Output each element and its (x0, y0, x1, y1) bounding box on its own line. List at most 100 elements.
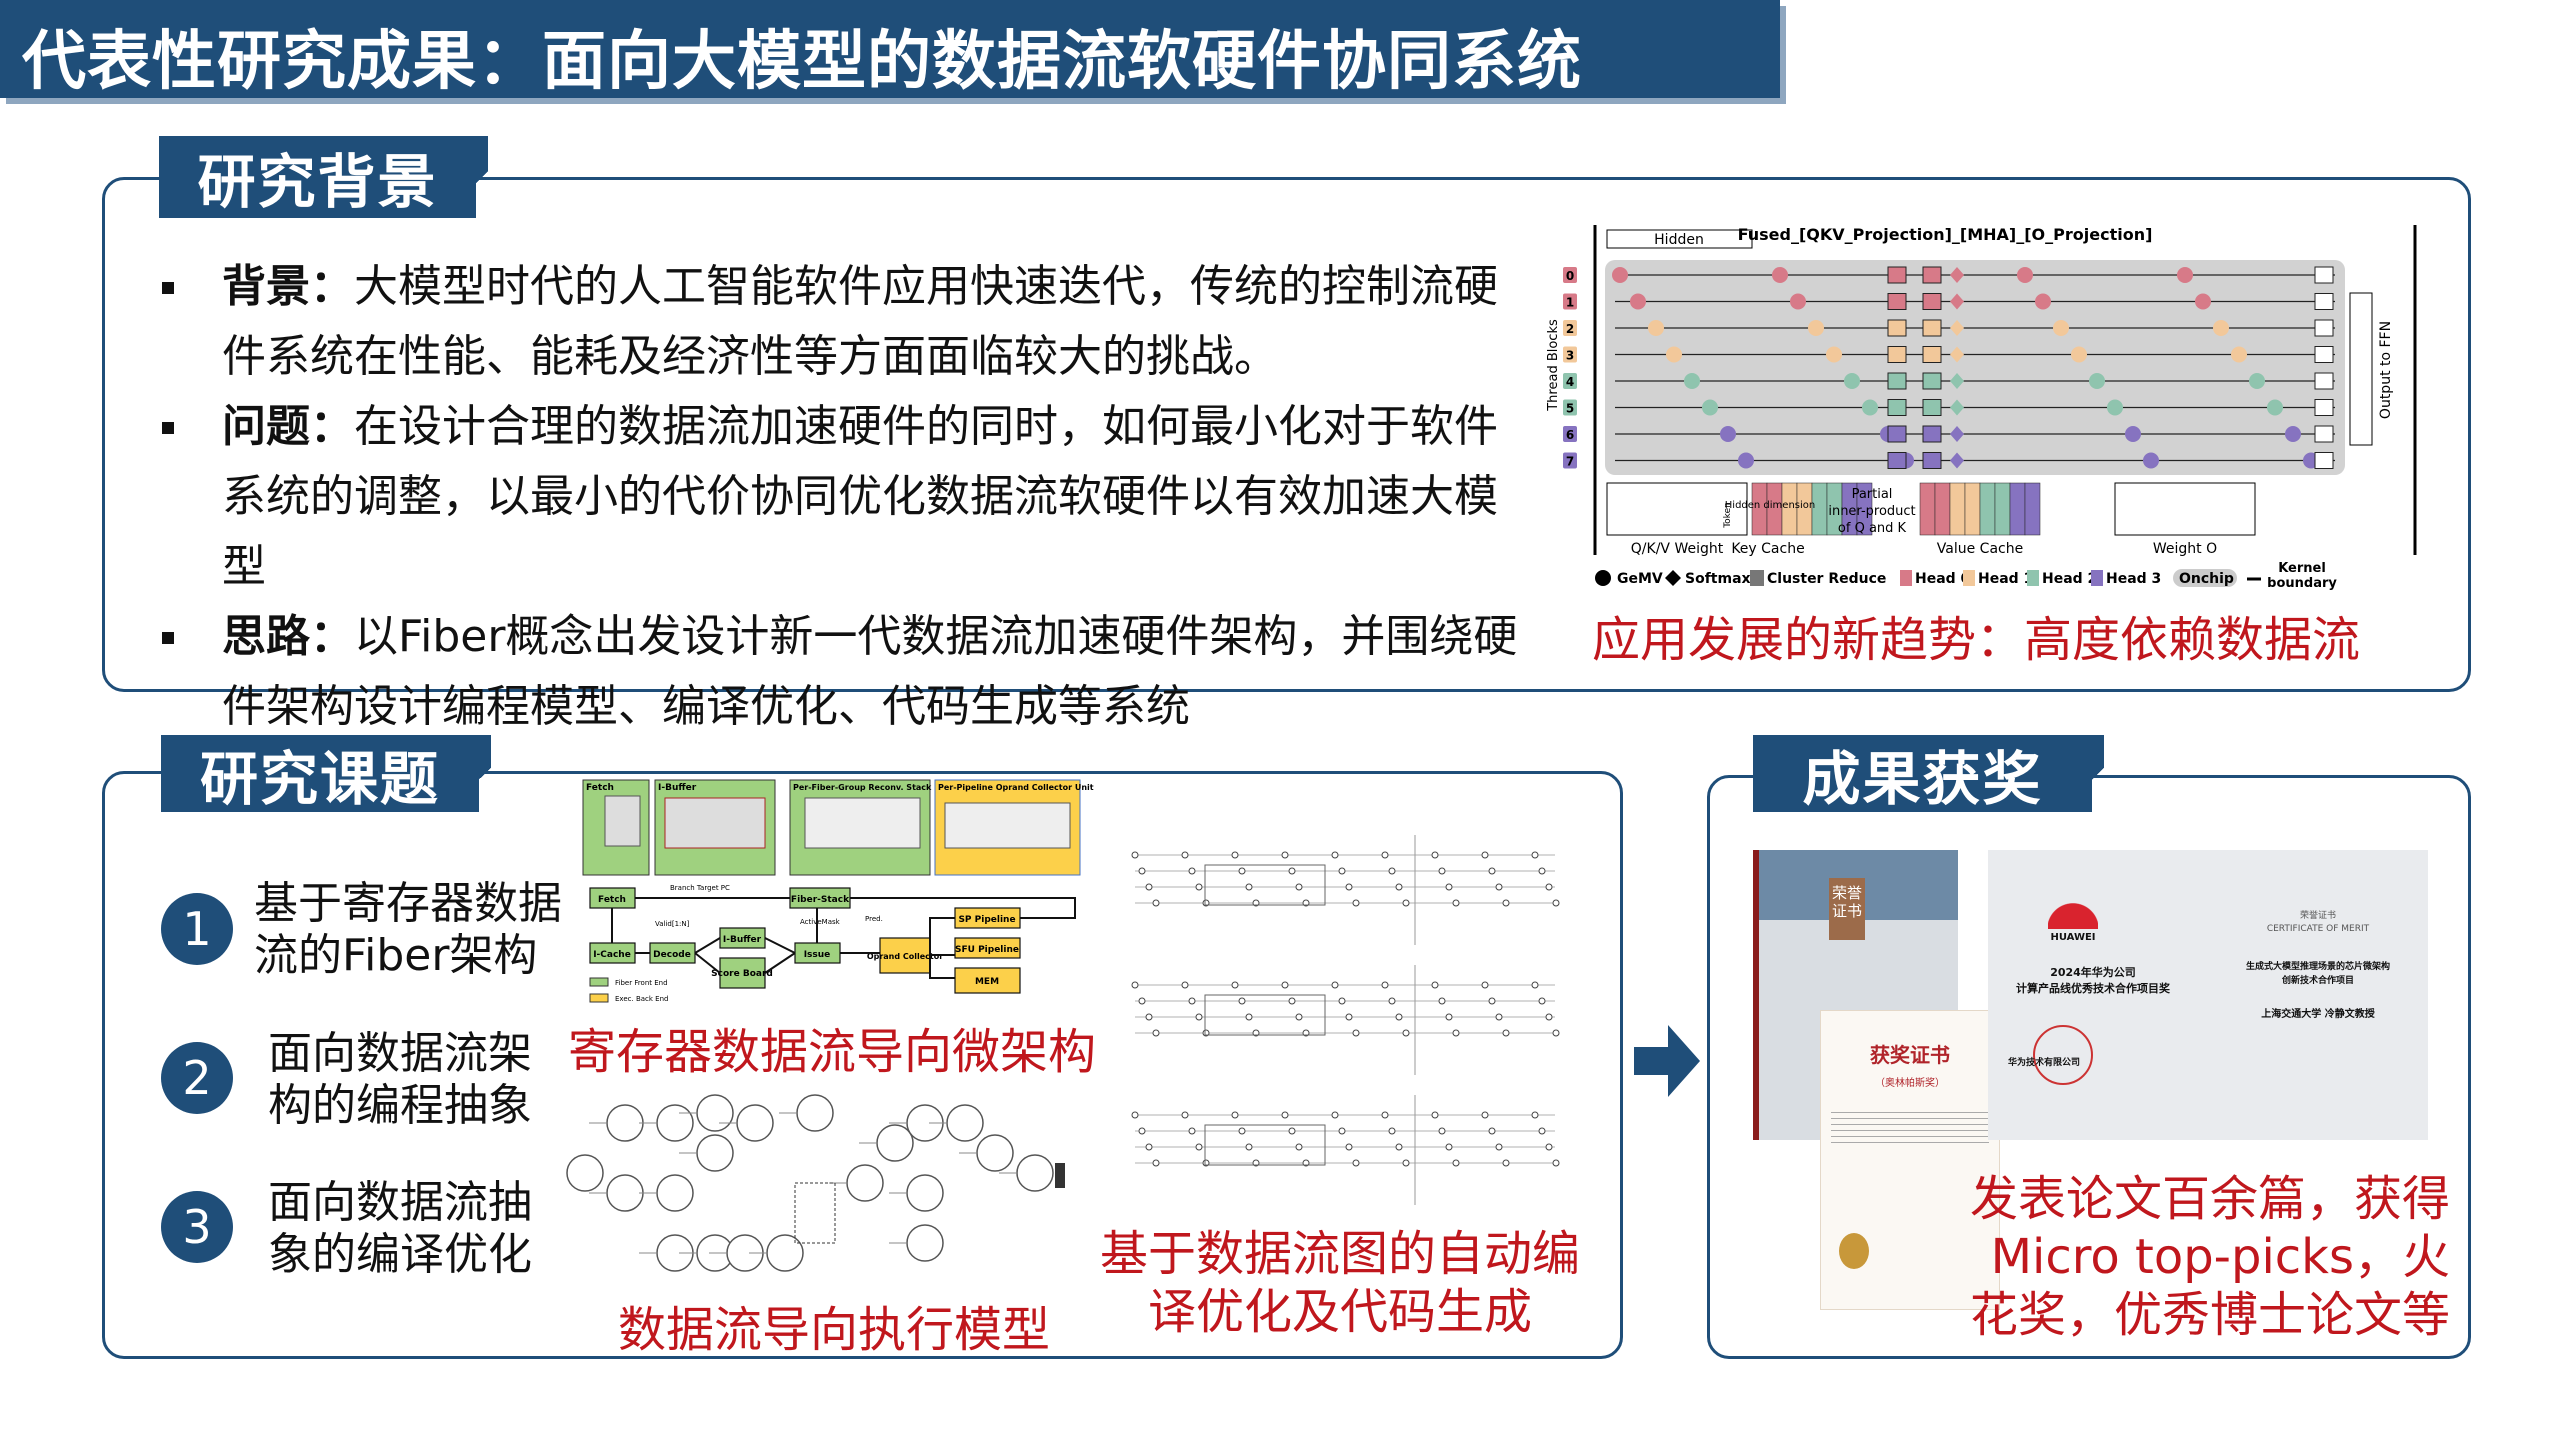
graph-node (1195, 1143, 1203, 1151)
dataflow-node (696, 1134, 734, 1172)
dataflow-graph-figure (1131, 835, 1560, 1205)
graph-node (1295, 1013, 1303, 1021)
topic-number-1: 1 (161, 893, 233, 965)
output-label: Output to FFN (2378, 321, 2394, 419)
gemv-node (1790, 293, 1806, 310)
gemv-node (2017, 267, 2033, 283)
qk-block (1887, 372, 1907, 390)
dataflow-node (876, 1124, 914, 1162)
row-label: 6 (1566, 428, 1574, 442)
svg-text:Fetch: Fetch (586, 783, 614, 793)
graph-node (1231, 851, 1239, 859)
graph-node (1495, 883, 1503, 891)
value-cache-column (1994, 482, 2011, 536)
graph-node (1245, 1013, 1253, 1021)
graph-node (1138, 997, 1146, 1005)
graph-node (1388, 997, 1396, 1005)
company-name: 华为技术有限公司 (2008, 1058, 2081, 1068)
softmax-node (1950, 293, 1964, 310)
partial-label: of Q and K (1838, 521, 1907, 536)
gemv-node (1666, 346, 1682, 363)
row-label: 0 (1566, 269, 1574, 283)
seal-icon (2033, 1025, 2093, 1085)
topics-tab: 研究课题 (161, 735, 491, 813)
key-cache-label: Key Cache (1731, 541, 1804, 557)
graph-node (1281, 1111, 1289, 1119)
row-badge (1563, 320, 1577, 336)
graph-node (1338, 1127, 1346, 1135)
graph-node (1502, 899, 1510, 907)
graph-node (1345, 1143, 1353, 1151)
graph-node (1538, 1127, 1546, 1135)
qk-block (1887, 452, 1907, 469)
graph-node (1131, 1111, 1139, 1119)
gemv-node (2267, 399, 2283, 416)
graph-node (1131, 851, 1139, 859)
graph-node (1395, 883, 1403, 891)
topic-number-2: 2 (161, 1042, 233, 1114)
graph-node (1238, 867, 1246, 875)
svg-text:Pred.: Pred. (865, 915, 883, 923)
graph-node (1152, 1029, 1160, 1037)
graph-node (1552, 899, 1560, 907)
qk-block (1887, 319, 1907, 337)
svg-text:Fiber Front End: Fiber Front End (615, 979, 668, 987)
graph-node (1231, 981, 1239, 989)
svg-text:Head 1: Head 1 (1978, 571, 2033, 587)
gemv-node (2177, 267, 2193, 283)
graph-node (1181, 1111, 1189, 1119)
row-badge (1563, 346, 1577, 363)
graph-node (1145, 1143, 1153, 1151)
figure-legend: GeMV Softmax Cluster Reduce Head 0 Head … (1595, 561, 2337, 591)
row-label: 3 (1566, 349, 1574, 363)
graph-node (1488, 997, 1496, 1005)
dataflow-node (906, 1174, 944, 1212)
qk-block (1922, 346, 1942, 363)
graph-node (1452, 899, 1460, 907)
row-badge (1563, 373, 1577, 389)
award-certificate-title: 获奖证书 (1870, 1043, 1950, 1067)
graph-node (1295, 883, 1303, 891)
graph-node (1495, 1013, 1503, 1021)
row-badge (1563, 399, 1577, 416)
value-cache-column (1979, 482, 1996, 536)
graph-node (1402, 1029, 1410, 1037)
dataflow-node (796, 1094, 834, 1132)
topic-number-3: 3 (161, 1191, 233, 1263)
graph-node (1452, 1029, 1460, 1037)
svg-text:I-Buffer: I-Buffer (658, 783, 697, 793)
dataflow-node (846, 1164, 884, 1202)
gemv-node (2249, 373, 2265, 389)
value-cache-column (1934, 482, 1951, 536)
graph-node (1431, 1111, 1439, 1119)
graph-node (1481, 851, 1489, 859)
row-badge (1563, 426, 1577, 442)
row-label: 5 (1566, 402, 1574, 416)
svg-text:Branch Target PC: Branch Target PC (670, 884, 730, 892)
svg-text:SP Pipeline: SP Pipeline (958, 915, 1015, 925)
gemv-node (1808, 320, 1824, 336)
fused-attention-figure: Hidden Fused_[QKV_Projection]_[MHA]_[O_P… (1546, 225, 2417, 591)
row-badge (1563, 267, 1577, 283)
qkv-weight-label: Q/K/V Weight (1631, 541, 1724, 557)
qk-block (1922, 293, 1942, 310)
graph-node (1145, 1013, 1153, 1021)
bullet-background: 背景：大模型时代的人工智能软件应用快速迭代，传统的控制流硬件系统在性能、能耗及经… (160, 252, 1540, 392)
title-bar: 代表性研究成果：面向大模型的数据流软硬件协同系统 (0, 0, 1780, 99)
partial-label: inner-product (1828, 504, 1915, 519)
reduce-block (794, 1182, 836, 1244)
graph-node (1395, 1013, 1403, 1021)
svg-text:I-Buffer: I-Buffer (723, 935, 762, 945)
graph-node (1538, 867, 1546, 875)
qk-block (1887, 425, 1907, 443)
graph-node (1445, 883, 1453, 891)
token-label: Token (1723, 502, 1733, 529)
output-block (2314, 293, 2334, 310)
svg-text:I-Cache: I-Cache (593, 950, 631, 960)
svg-text:Fiber-Stack: Fiber-Stack (791, 895, 850, 905)
qk-block (1922, 399, 1942, 416)
svg-text:Onchip: Onchip (2179, 571, 2234, 587)
